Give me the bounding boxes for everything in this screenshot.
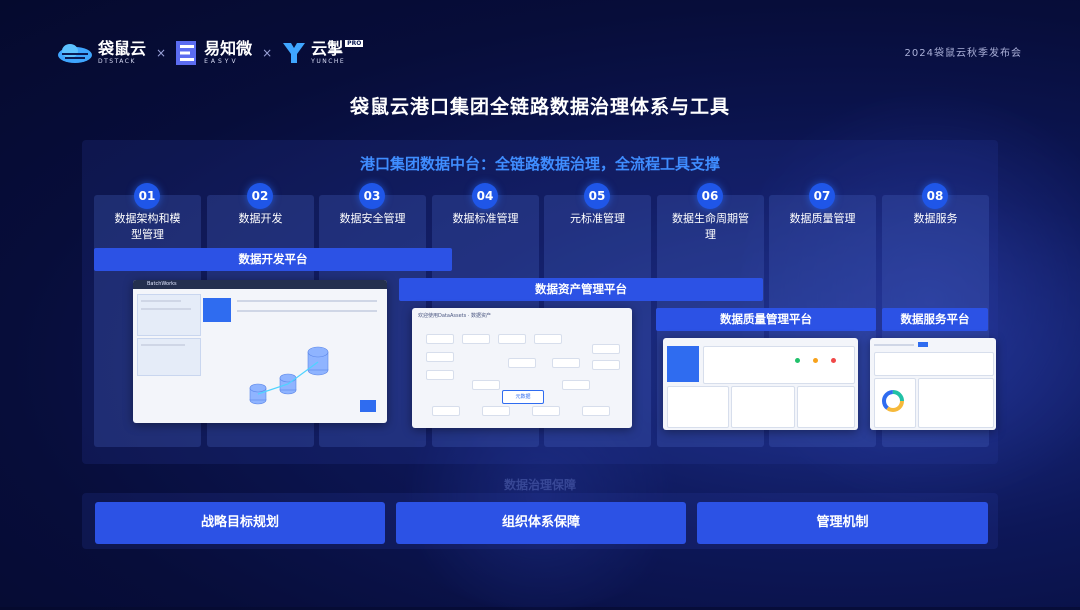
- pro-badge: PRO: [345, 40, 364, 47]
- flow-node: [562, 380, 590, 390]
- screenshot-card: [203, 298, 231, 322]
- donut-chart-icon: [882, 390, 904, 412]
- mechanism-box: 管理机制: [697, 502, 988, 544]
- step-number: 02: [247, 183, 273, 209]
- step-label: 数据开发: [238, 212, 283, 225]
- flow-node: [462, 334, 490, 344]
- dev-platform-screenshot: BatchWorks: [133, 280, 387, 423]
- logo-name: 袋鼠云: [98, 39, 147, 58]
- step-number: 08: [922, 183, 948, 209]
- flow-node: [426, 370, 454, 380]
- logo-sub: DTSTACK: [98, 58, 136, 65]
- step-number: 04: [472, 183, 498, 209]
- panel-title: 港口集团数据中台：全链路数据治理，全流程工具支撑: [359, 155, 720, 173]
- flow-node: [552, 358, 580, 368]
- dtstack-logo: 袋鼠云 DTSTACK: [56, 41, 146, 65]
- flow-node: [426, 334, 454, 344]
- screenshot-panel: [797, 386, 855, 428]
- step-label: 数据架构和模型管理: [114, 212, 181, 241]
- asset-heading: 欢迎使用DataAssets · 数据资产: [418, 313, 491, 319]
- background-glow: [740, 60, 1080, 540]
- screenshot-panel: [874, 378, 916, 428]
- platform-bar-dev: 数据开发平台: [94, 248, 452, 271]
- step-label: 数据服务: [913, 212, 958, 225]
- screenshot-card: [667, 346, 699, 382]
- step-label: 元标准管理: [570, 212, 625, 225]
- quality-platform-screenshot: [663, 338, 858, 430]
- screenshot-line: [141, 308, 191, 310]
- flow-node: [592, 360, 620, 370]
- step-label: 数据安全管理: [339, 212, 406, 225]
- flow-node: [498, 334, 526, 344]
- flow-node: [482, 406, 510, 416]
- screenshot-line: [874, 344, 914, 346]
- step-number: 03: [359, 183, 385, 209]
- screenshot-panel: [874, 352, 994, 376]
- flow-node: [534, 334, 562, 344]
- flow-node: [532, 406, 560, 416]
- asset-platform-screenshot: 欢迎使用DataAssets · 数据资产 元数据: [412, 308, 632, 428]
- step-label: 数据质量管理: [789, 212, 856, 225]
- screenshot-panel: [703, 346, 855, 384]
- page-title: 袋鼠云港口集团全链路数据治理体系与工具: [349, 96, 730, 118]
- app-name: BatchWorks: [147, 281, 177, 287]
- flow-node: [432, 406, 460, 416]
- screenshot-panel: [731, 386, 795, 428]
- step-number: 01: [134, 183, 160, 209]
- easyv-logo: 易知微 EASYV: [176, 41, 252, 65]
- screenshot-panel: [667, 386, 729, 428]
- flow-node: [472, 380, 500, 390]
- screenshot-panel: [918, 378, 994, 428]
- flow-node: [592, 344, 620, 354]
- cloud-icon: [58, 44, 92, 63]
- flow-node: [582, 406, 610, 416]
- service-platform-screenshot: [870, 338, 996, 430]
- step-number: 06: [697, 183, 723, 209]
- platform-bar-quality: 数据质量管理平台: [656, 308, 876, 331]
- separator: ×: [156, 46, 167, 60]
- status-dot: [795, 358, 800, 363]
- screenshot-topbar: BatchWorks: [133, 280, 387, 289]
- separator: ×: [262, 46, 273, 60]
- isometric-server-illustration: [249, 346, 376, 412]
- logo-name: 易知微: [204, 39, 253, 58]
- strategy-box: 战略目标规划: [95, 502, 385, 544]
- status-dot: [813, 358, 818, 363]
- status-dot: [831, 358, 836, 363]
- guarantee-label: 数据治理保障: [503, 478, 576, 492]
- step-label: 数据生命周期管理: [672, 212, 749, 241]
- step-label: 数据标准管理: [452, 212, 519, 225]
- step-number: 07: [809, 183, 835, 209]
- screenshot-tab: [918, 342, 928, 347]
- screenshot-line: [237, 310, 377, 312]
- metadata-node: 元数据: [502, 390, 544, 404]
- e-logo-icon: [176, 41, 197, 65]
- screenshot-line: [141, 344, 185, 346]
- logo-sub: EASYV: [204, 58, 239, 65]
- metadata-label: 元数据: [515, 394, 531, 400]
- platform-bar-service: 数据服务平台: [882, 308, 988, 331]
- flow-node: [508, 358, 536, 368]
- flow-node: [426, 352, 454, 362]
- screenshot-line: [237, 300, 377, 302]
- event-label: 2024袋鼠云秋季发布会: [904, 48, 1022, 59]
- logo-sub: YUNCHE: [311, 58, 346, 65]
- screenshot-line: [141, 300, 181, 302]
- organization-box: 组织体系保障: [396, 502, 686, 544]
- step-number: 05: [584, 183, 610, 209]
- y-logo-icon: [283, 43, 306, 63]
- platform-bar-asset: 数据资产管理平台: [399, 278, 763, 301]
